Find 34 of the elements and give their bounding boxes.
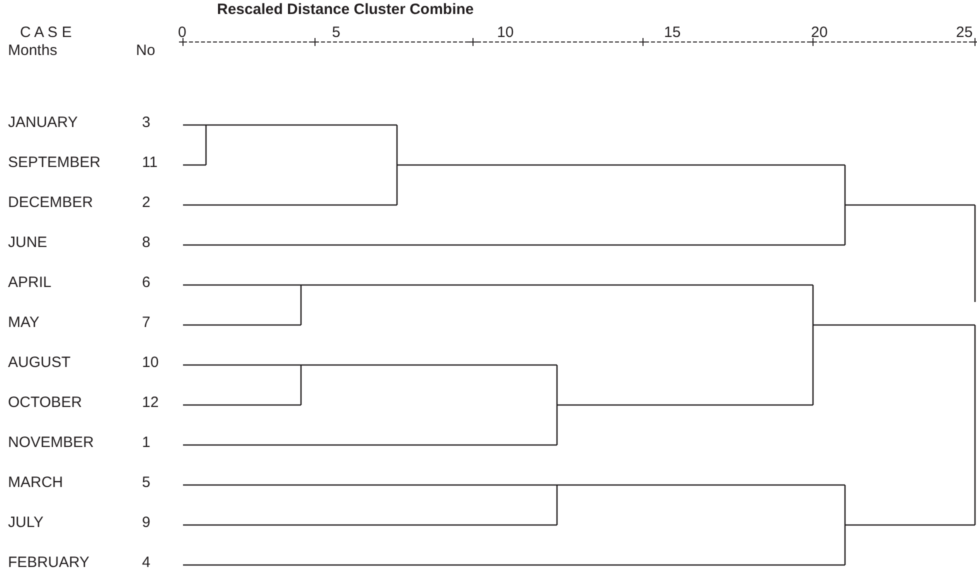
axis-tick-label: 25 (956, 23, 973, 43)
case-number: 11 (142, 153, 158, 173)
axis-tick-label: 20 (811, 23, 828, 43)
column-heading: Months (8, 41, 58, 61)
case-number: 1 (142, 433, 150, 453)
axis-tick-label: 15 (664, 23, 681, 43)
case-heading: C A S E (20, 23, 72, 43)
month-label: JUNE (8, 233, 48, 253)
month-label: SEPTEMBER (8, 153, 101, 173)
axis-tick-label: 10 (497, 23, 514, 43)
axis-tick-label: 5 (332, 23, 340, 43)
month-label: MARCH (8, 473, 63, 493)
axis-tick-label: 0 (178, 23, 186, 43)
case-number: 8 (142, 233, 150, 253)
month-label: MAY (8, 313, 40, 333)
chart-title: Rescaled Distance Cluster Combine (217, 0, 474, 20)
case-number: 10 (142, 353, 159, 373)
case-number: 5 (142, 473, 150, 493)
month-label: FEBRUARY (8, 553, 90, 573)
month-label: APRIL (8, 273, 52, 293)
case-number: 4 (142, 553, 150, 573)
case-number: 7 (142, 313, 150, 333)
case-number: 12 (142, 393, 159, 413)
month-label: NOVEMBER (8, 433, 94, 453)
case-number: 9 (142, 513, 150, 533)
month-label: AUGUST (8, 353, 71, 373)
case-number: 6 (142, 273, 150, 293)
case-number: 2 (142, 193, 150, 213)
month-label: DECEMBER (8, 193, 94, 213)
column-heading: No (136, 41, 156, 61)
month-label: OCTOBER (8, 393, 82, 413)
month-label: JANUARY (8, 113, 78, 133)
case-number: 3 (142, 113, 150, 133)
month-label: JULY (8, 513, 44, 533)
